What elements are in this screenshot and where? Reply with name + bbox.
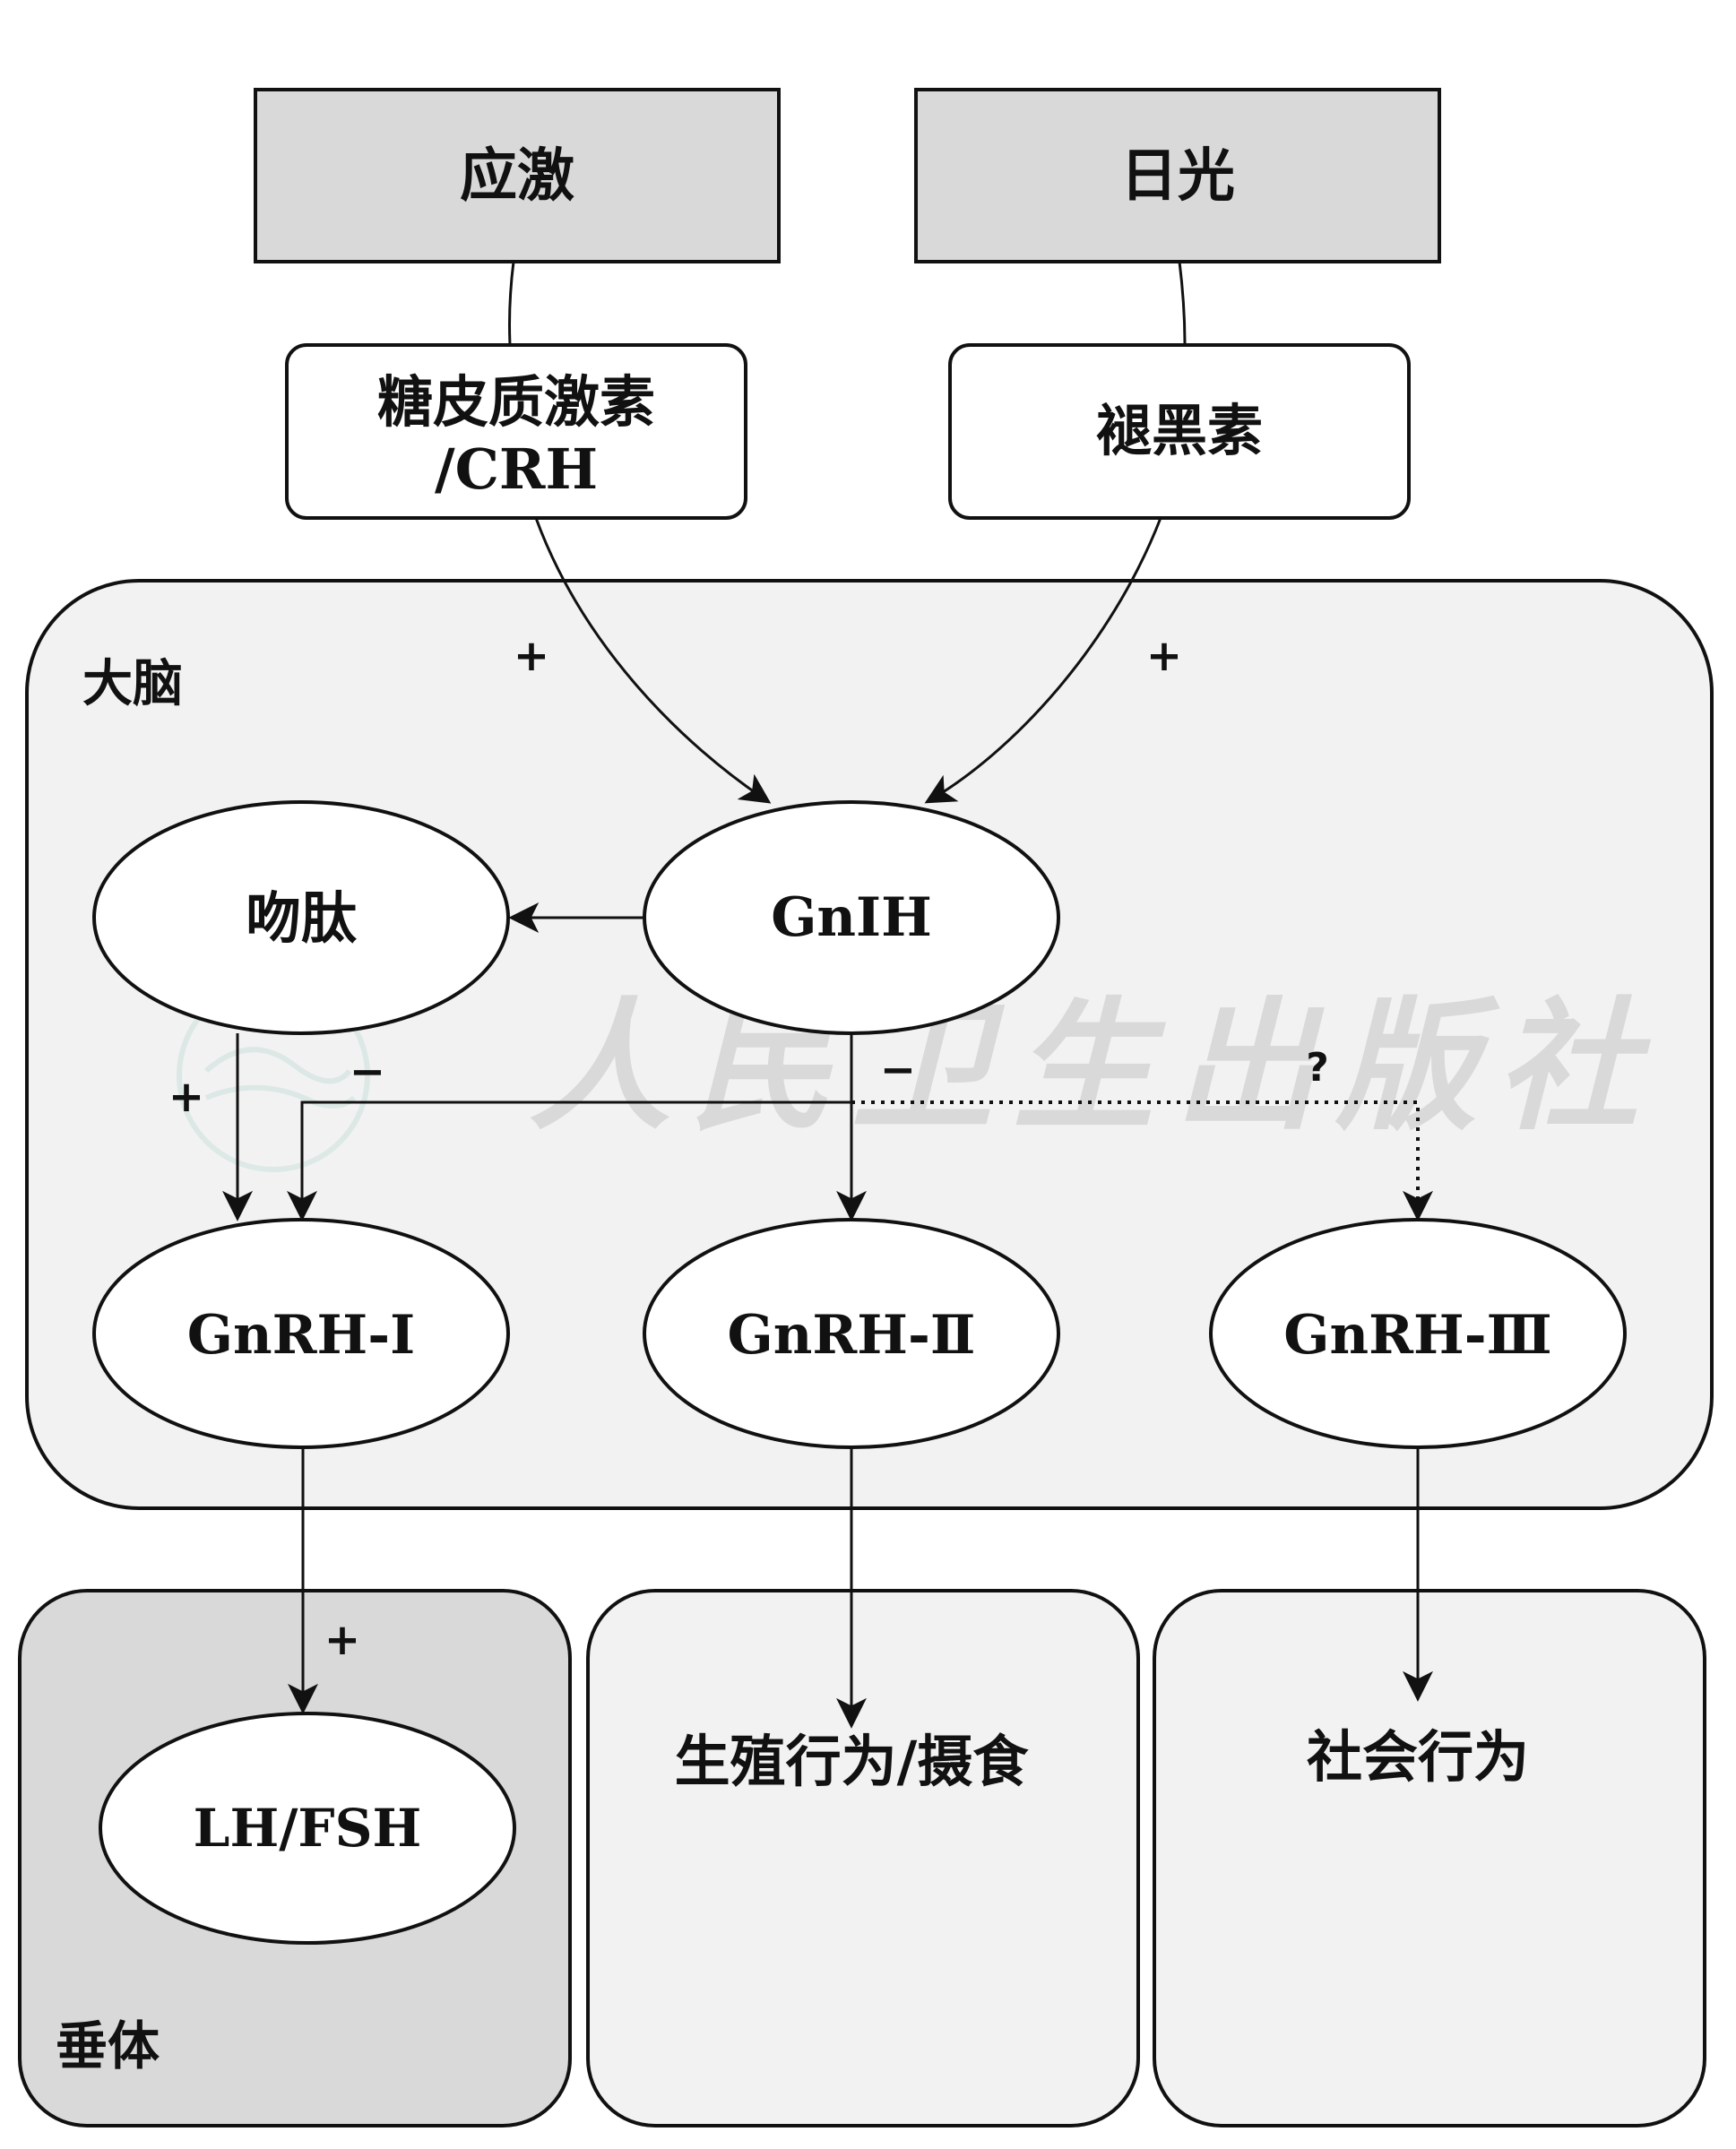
connector-stress xyxy=(508,261,515,346)
plus-sign-melatonin: + xyxy=(1146,631,1182,681)
reproductive-panel xyxy=(586,1589,1140,2127)
gnrh2-label: GnRH-Ⅱ xyxy=(728,1304,976,1367)
reproductive-label: 生殖行为/摄食 xyxy=(675,1729,1030,1794)
crh-label: /CRH xyxy=(435,436,598,502)
arrow-gnih-to-gnrh1 xyxy=(287,1100,851,1221)
minus-sign-gnrh2: − xyxy=(880,1045,916,1095)
question-sign-gnrh3: ? xyxy=(1306,1045,1329,1091)
minus-sign-gnrh1: − xyxy=(350,1047,385,1097)
sunlight-box xyxy=(914,88,1441,263)
kisspeptin-label: 吻肽 xyxy=(246,885,358,951)
stress-box xyxy=(254,88,781,263)
glucocorticoid-box xyxy=(285,343,747,520)
melatonin-box xyxy=(948,343,1411,520)
arrow-melatonin-to-gnih xyxy=(924,517,1162,804)
plus-sign-glucocorticoid: + xyxy=(514,631,549,681)
melatonin-label: 褪黑素 xyxy=(1096,398,1263,463)
stress-label: 应激 xyxy=(460,142,574,210)
social-panel xyxy=(1153,1589,1706,2127)
gnrh1-label: GnRH-Ⅰ xyxy=(187,1304,415,1367)
social-label: 社会行为 xyxy=(1307,1724,1529,1790)
brain-label: 大脑 xyxy=(82,654,183,713)
gnrh3-label: GnRH-Ⅲ xyxy=(1283,1304,1551,1367)
watermark-text: 人民卫生出版社 xyxy=(529,984,1658,1150)
connector-sunlight xyxy=(1178,261,1187,346)
plus-sign-lhfsh: + xyxy=(324,1615,360,1665)
lhfsh-label: LH/FSH xyxy=(194,1798,422,1859)
pituitary-label: 垂体 xyxy=(56,2015,160,2076)
arrow-gnih-to-gnrh3 xyxy=(851,1100,1433,1221)
gnih-label: GnIH xyxy=(771,886,932,949)
sunlight-label: 日光 xyxy=(1120,142,1235,210)
plus-sign-kisspeptin: + xyxy=(168,1072,204,1122)
kisspeptin-node xyxy=(92,800,510,1035)
glucocorticoid-label: 糖皮质激素 xyxy=(377,369,655,435)
arrow-glucocorticoid-to-gnih xyxy=(534,517,772,804)
